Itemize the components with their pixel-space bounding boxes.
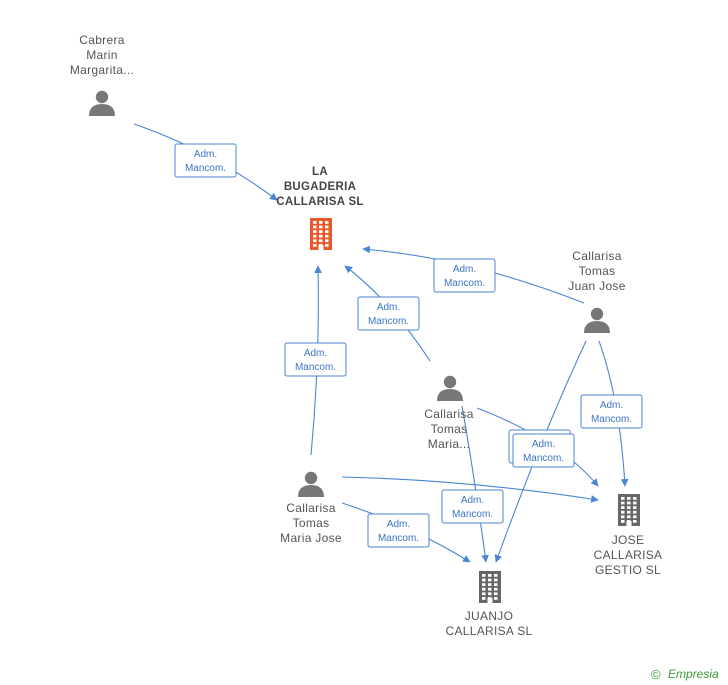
edge-label-line: Mancom. [591, 414, 632, 425]
building-icon [618, 494, 640, 526]
edge-label-juanjose-to-josegestio[interactable]: Adm. Mancom. [580, 394, 643, 429]
edge-label-box [367, 513, 430, 548]
node-label-line: LA [312, 166, 328, 178]
edge-label-mariajose-to-juanjosl[interactable]: Adm. Mancom. [367, 513, 430, 548]
edge-label-line: Mancom. [378, 533, 419, 544]
edge-label-box [357, 296, 420, 331]
edge-label-line: Adm. [377, 302, 400, 313]
person-icon [584, 307, 610, 333]
node-label-line: Callarisa [286, 501, 335, 515]
edge-label-line: Adm. [304, 348, 327, 359]
edge-label-box [580, 394, 643, 429]
node-label-line: Tomas [579, 264, 616, 278]
person-icon [298, 471, 324, 497]
node-label-line: Margarita... [70, 63, 134, 77]
edge-label-line: Adm. [532, 439, 555, 450]
edge-label-box [433, 258, 496, 293]
brand-name: Empresia [668, 667, 719, 681]
node-label-line: Callarisa [572, 249, 621, 263]
node-maria[interactable]: CallarisaTomasMaria... [424, 375, 473, 451]
footer-brand[interactable]: © Empresia [651, 667, 719, 682]
node-label-line: Tomas [431, 422, 468, 436]
edge-label-mariajose-to-bugaderia[interactable]: Adm. Mancom. [284, 342, 347, 377]
node-label-line: CALLARISA SL [276, 196, 364, 208]
edge-label-box [441, 489, 504, 524]
node-label-line: CALLARISA SL [446, 624, 533, 638]
node-label-line: JOSE [612, 533, 645, 547]
edge-label-juanjose-to-bugaderia[interactable]: Adm. Mancom. [433, 258, 496, 293]
edge-label-line: Mancom. [452, 509, 493, 520]
node-label-line: JUANJO [465, 609, 513, 623]
node-label-line: Maria... [428, 437, 470, 451]
node-label-line: Callarisa [424, 407, 473, 421]
edge-label-cabrera-to-bugaderia[interactable]: Adm. Mancom. [174, 143, 237, 178]
building-icon [310, 218, 332, 250]
node-label-line: Tomas [293, 516, 330, 530]
edge-label-box [284, 342, 347, 377]
edge-label-line: Mancom. [295, 362, 336, 373]
edge-label-maria-to-bugaderia[interactable]: Adm. Mancom. [357, 296, 420, 331]
node-cabrera[interactable]: CabreraMarinMargarita... [70, 33, 134, 116]
node-label-line: BUGADERIA [284, 181, 356, 193]
edge-label-line: Mancom. [523, 453, 564, 464]
node-label-line: Juan Jose [568, 279, 625, 293]
edge-label-line: Adm. [453, 264, 476, 275]
edges-layer [133, 123, 629, 563]
edge-label-box [174, 143, 237, 178]
building-icon [479, 571, 501, 603]
edge-label-line: Adm. [194, 149, 217, 160]
node-label-line: Cabrera [79, 33, 124, 47]
node-label-line: CALLARISA [594, 548, 663, 562]
edge-label-line: Mancom. [185, 163, 226, 174]
edge-label-box [512, 433, 575, 468]
edge-label-line: Adm. [461, 495, 484, 506]
copyright-symbol: © [651, 667, 661, 682]
edge-maria-to-juanjosl [461, 405, 489, 563]
edge-label-line: Mancom. [444, 278, 485, 289]
edge-label-line: Adm. [600, 400, 623, 411]
edge-mariajose-to-josegestio [341, 476, 599, 503]
node-label-line: Marin [86, 48, 118, 62]
edge-label-mariajose-to-josegestio[interactable]: Adm. Mancom. [512, 433, 575, 468]
edge-label-line: Mancom. [368, 316, 409, 327]
edge-label-line: Adm. [387, 519, 410, 530]
edge-label-maria-to-juanjosl[interactable]: Adm. Mancom. [441, 489, 504, 524]
node-label-line: GESTIO SL [595, 563, 661, 577]
node-bugaderia[interactable]: LA BUGADERIA CALLARISA SL [276, 166, 364, 250]
person-icon [89, 90, 115, 116]
node-label-line: Maria Jose [280, 531, 342, 545]
person-icon [437, 375, 463, 401]
edge-labels-layer: Adm. Mancom. Adm. Mancom. Adm. Mancom. Adm. Man… [174, 143, 643, 548]
